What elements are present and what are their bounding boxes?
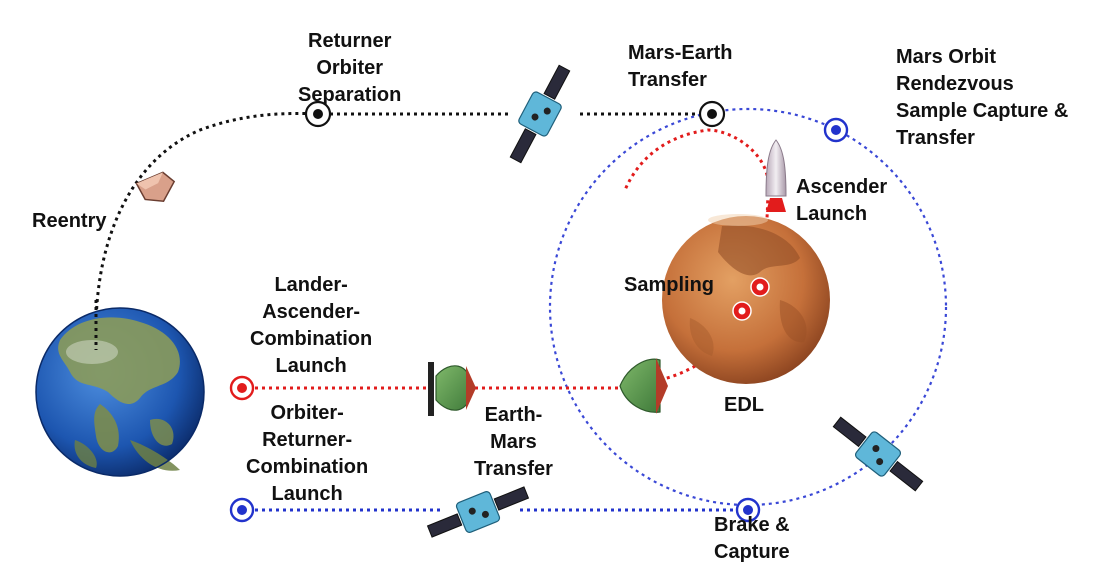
ascent-path bbox=[623, 128, 770, 288]
reentry-capsule-icon bbox=[135, 171, 176, 203]
label-sampling: Sampling bbox=[624, 274, 715, 296]
satellite-icon bbox=[509, 64, 571, 164]
mars-planet bbox=[662, 214, 830, 384]
label-ascender-launch: Ascender Launch bbox=[796, 176, 888, 225]
label-edl: EDL bbox=[724, 394, 764, 416]
satellite-icon bbox=[832, 416, 924, 492]
label-brake-capture: Brake & Capture bbox=[714, 514, 790, 563]
lander-capsule-launch-icon bbox=[428, 362, 476, 416]
label-returner-separation: Returner Orbiter Separation bbox=[298, 30, 402, 106]
landing-node-icon bbox=[732, 301, 752, 321]
earth-globe bbox=[35, 307, 205, 477]
label-lander-launch: Lander- Ascender- Combination Launch bbox=[250, 274, 373, 377]
label-reentry: Reentry bbox=[32, 210, 107, 232]
sampling-node-icon bbox=[750, 277, 770, 297]
orbiter-launch-node-icon bbox=[229, 497, 255, 523]
label-mars-earth-transfer: Mars-Earth Transfer bbox=[628, 42, 733, 91]
label-orbiter-launch: Orbiter- Returner- Combination Launch bbox=[246, 402, 369, 505]
return-path bbox=[94, 111, 319, 331]
lander-capsule-edl-icon bbox=[619, 358, 668, 414]
satellite-icon bbox=[426, 486, 530, 538]
brake-capture-node-icon bbox=[735, 497, 761, 523]
rendezvous-node-icon bbox=[823, 117, 849, 143]
label-mars-orbit-rendezvous: Mars Orbit Rendezvous Sample Capture & T… bbox=[896, 46, 1069, 149]
lander-launch-node-icon bbox=[229, 375, 255, 401]
ascender-rocket-icon bbox=[765, 139, 787, 212]
label-earth-mars-transfer: Earth- Mars Transfer bbox=[474, 404, 553, 480]
separation-node-icon bbox=[304, 100, 332, 128]
mars-earth-transfer-node-icon bbox=[698, 100, 726, 128]
